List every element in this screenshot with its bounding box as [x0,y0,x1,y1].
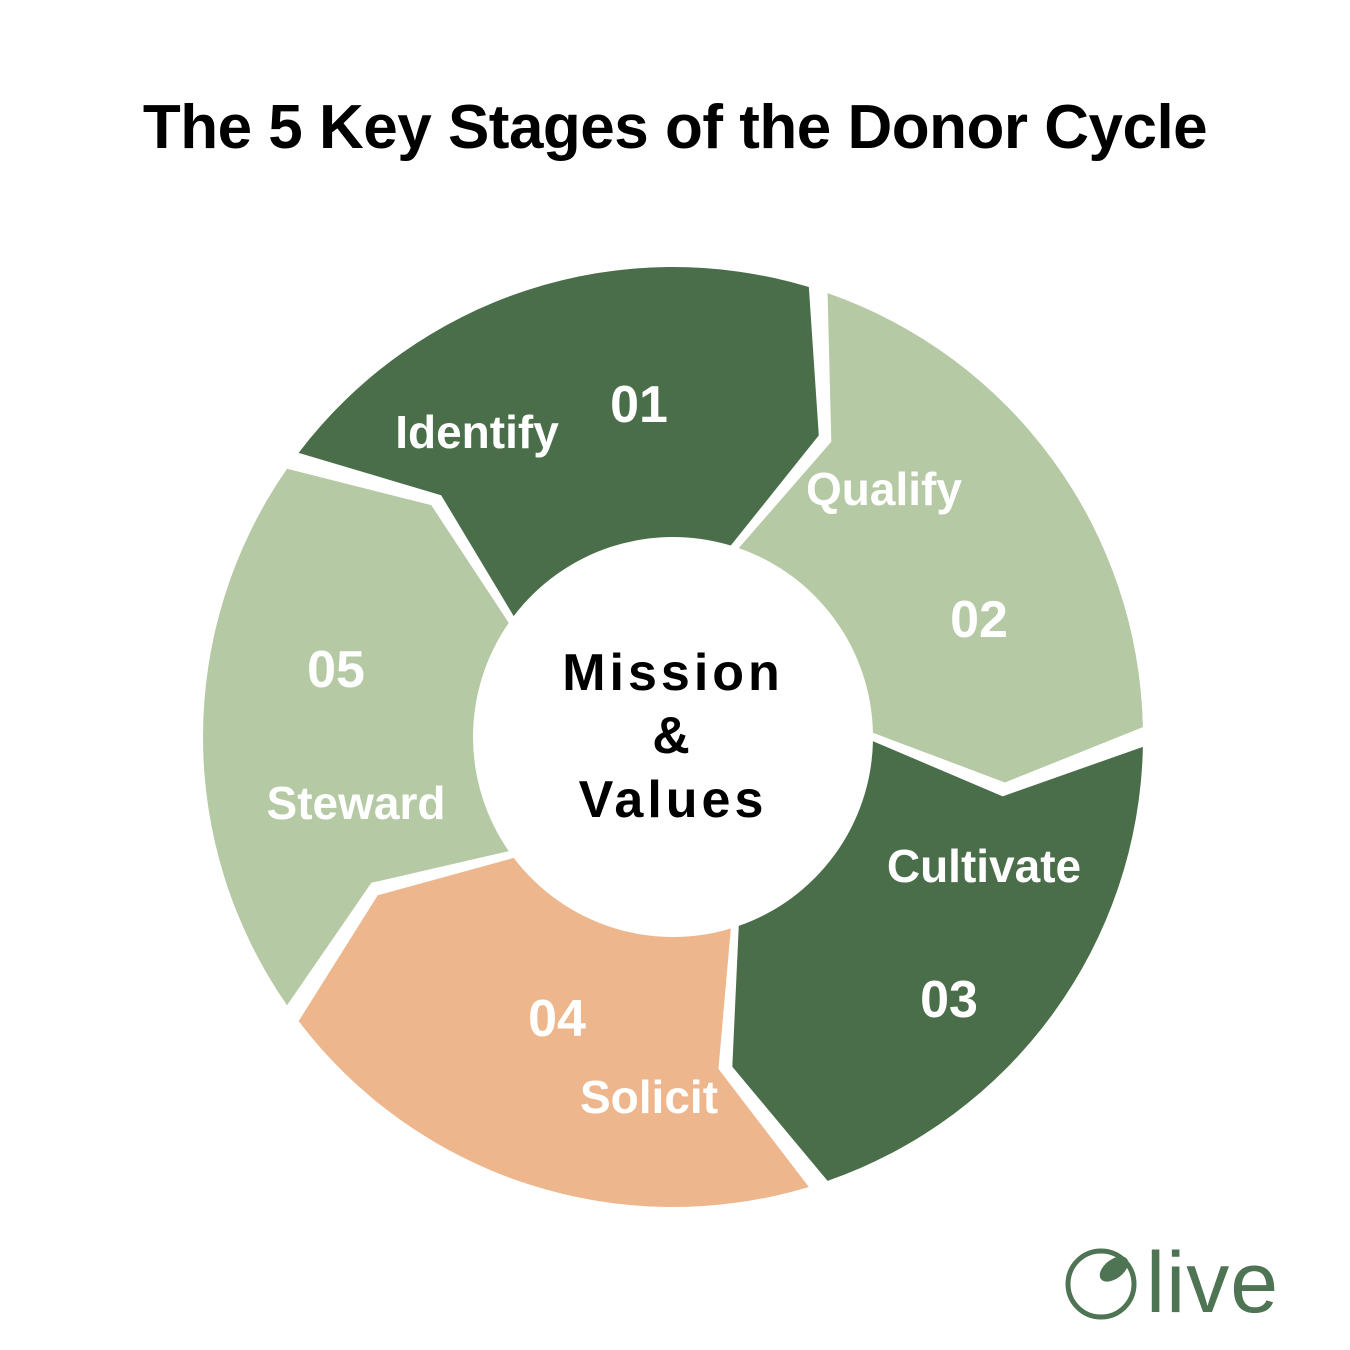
segment-number-01: 01 [610,376,668,434]
hub-line-2: & [652,707,694,766]
segment-number-03: 03 [920,971,978,1029]
segment-number-04: 04 [528,990,586,1048]
segment-number-02: 02 [950,591,1008,649]
segment-number-05: 05 [307,641,365,699]
cycle-segment-solicit[interactable] [202,468,509,1006]
olive-circle-icon [1065,1248,1137,1320]
segment-name-cultivate: Cultivate [886,840,1082,892]
page-title: The 5 Key Stages of the Donor Cycle [142,93,1208,162]
cycle-segment-steward[interactable] [298,267,819,617]
cycle-segment-identify[interactable] [738,293,1143,783]
cycle-segment-cultivate[interactable] [298,857,809,1207]
hub-mission-values: Mission & Values [562,642,784,832]
olive-logo: live [1065,1238,1279,1331]
olive-wordmark: live [1146,1238,1279,1331]
cycle-segment-qualify[interactable] [732,741,1143,1181]
segment-name-identify: Identify [395,406,559,458]
olive-leaf-icon [1099,1256,1129,1282]
segment-name-solicit: Solicit [579,1071,719,1123]
hub-circle [487,551,859,923]
hub-line-1: Mission [562,643,784,702]
segment-name-steward: Steward [266,777,446,829]
hub-line-3: Values [578,770,768,829]
segment-name-qualify: Qualify [806,463,962,515]
